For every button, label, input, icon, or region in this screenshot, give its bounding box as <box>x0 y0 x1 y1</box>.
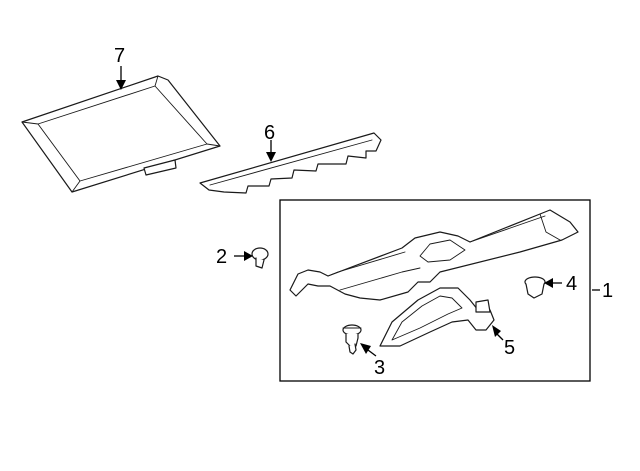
callout-3: 3 <box>374 357 385 379</box>
callout-5: 5 <box>504 337 515 359</box>
assembly-box <box>279 199 591 382</box>
part-5-triangular-trim <box>379 287 495 347</box>
part-1-trim-panel <box>289 209 579 301</box>
part-4-cap-plug <box>524 276 546 299</box>
callout-4: 4 <box>566 273 577 295</box>
part-2-push-pin-clip <box>251 247 269 269</box>
callout-leaders <box>116 66 600 357</box>
callout-6: 6 <box>264 122 275 144</box>
part-7-package-tray <box>21 75 221 193</box>
part-3-fastener-clip <box>342 324 362 355</box>
callout-7: 7 <box>114 45 125 67</box>
callout-1: 1 <box>602 280 613 302</box>
callout-2: 2 <box>216 246 227 268</box>
part-6-trim-strip <box>199 132 382 194</box>
